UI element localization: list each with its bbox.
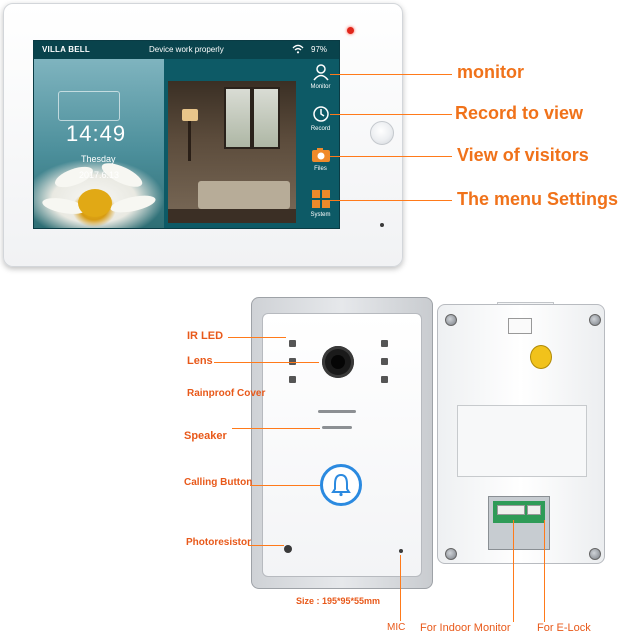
- label-e-lock: For E-Lock: [537, 622, 591, 634]
- side-menu: Monitor Record Files System: [302, 59, 339, 228]
- clock-icon: [312, 106, 329, 122]
- label-photoresistor: Photoresistor: [186, 537, 252, 548]
- bell-icon: [331, 473, 351, 497]
- wallpaper-daisy: [34, 59, 164, 228]
- menu-label: Monitor: [310, 84, 331, 90]
- battery-cover: [457, 405, 587, 477]
- camera-lens: [322, 346, 354, 378]
- monitor-mic-hole: [380, 223, 384, 227]
- brand-label: VILLA BELL: [42, 45, 90, 54]
- speaker-slot: [318, 410, 356, 413]
- speaker-slot: [322, 426, 352, 429]
- ir-led: [289, 358, 296, 365]
- leader-line: [513, 520, 514, 622]
- camera-preview[interactable]: [168, 81, 296, 223]
- person-icon: [312, 64, 329, 81]
- monitor-screen: VILLA BELL Device work properly 97% 14:4…: [33, 40, 340, 229]
- menu-files[interactable]: Files: [302, 147, 339, 172]
- window: [252, 87, 280, 149]
- wifi-icon: [292, 44, 304, 54]
- calendar-outline-icon: [58, 91, 120, 121]
- ir-led: [289, 376, 296, 383]
- callout-line: [330, 200, 452, 201]
- clock-date: 2017.6.13: [79, 170, 120, 180]
- ir-led: [381, 376, 388, 383]
- callout-visitors: View of visitors: [457, 145, 589, 165]
- window: [224, 87, 252, 149]
- callout-line: [330, 114, 452, 115]
- battery-level: 97%: [311, 45, 328, 54]
- menu-label: Record: [310, 126, 331, 132]
- menu-label: Files: [314, 166, 327, 172]
- menu-system[interactable]: System: [302, 189, 339, 218]
- label-rainproof: Rainproof Cover: [187, 388, 266, 399]
- leader-line: [248, 545, 284, 546]
- menu-record[interactable]: Record: [302, 105, 339, 132]
- label-indoor-monitor: For Indoor Monitor: [420, 622, 511, 634]
- screw: [445, 548, 457, 560]
- screw: [589, 548, 601, 560]
- leader-line: [544, 520, 545, 622]
- photoresistor: [284, 545, 292, 553]
- home-button[interactable]: [370, 121, 394, 145]
- menu-monitor[interactable]: Monitor: [302, 63, 339, 90]
- label-sticker: [508, 318, 532, 334]
- ir-led: [381, 358, 388, 365]
- screw: [445, 314, 457, 326]
- ir-led: [289, 340, 296, 347]
- grid-icon: [311, 190, 330, 208]
- connector-lock: [527, 505, 541, 515]
- lamp: [182, 109, 198, 121]
- leader-line: [232, 428, 320, 429]
- floor: [168, 209, 296, 223]
- wiring-terminal: [488, 496, 550, 550]
- call-button[interactable]: [320, 464, 362, 506]
- callout-line: [330, 74, 452, 75]
- power-led: [347, 27, 354, 34]
- screw: [589, 314, 601, 326]
- leader-line: [214, 362, 319, 363]
- label-size: Size : 195*95*55mm: [296, 596, 381, 606]
- flower-center: [78, 189, 112, 217]
- ir-led: [381, 340, 388, 347]
- label-ir-led: IR LED: [187, 330, 224, 342]
- petal: [109, 192, 157, 216]
- warranty-sticker: [530, 345, 552, 369]
- callout-monitor: monitor: [457, 62, 524, 82]
- leader-line: [228, 337, 286, 338]
- status-bar: VILLA BELL Device work properly 97%: [34, 41, 339, 59]
- lamp-stand: [188, 121, 191, 161]
- sofa: [198, 181, 290, 209]
- label-mic: MIC: [387, 622, 406, 633]
- leader-line: [250, 485, 320, 486]
- label-speaker: Speaker: [184, 430, 227, 442]
- clock-day: Thesday: [81, 154, 116, 164]
- connector-indoor: [497, 505, 525, 515]
- clock-time: 14:49: [66, 121, 127, 146]
- callout-line: [330, 156, 452, 157]
- menu-label: System: [310, 212, 331, 218]
- callout-record: Record to view: [455, 103, 584, 123]
- lens-glass: [331, 355, 345, 369]
- outdoor-mic: [399, 549, 403, 553]
- status-message: Device work properly: [149, 45, 224, 54]
- camera-icon: [311, 148, 330, 162]
- leader-line: [400, 555, 401, 621]
- label-lens: Lens: [187, 355, 213, 367]
- label-calling-button: Calling Button: [184, 477, 253, 488]
- callout-settings: The menu Settings: [457, 189, 619, 209]
